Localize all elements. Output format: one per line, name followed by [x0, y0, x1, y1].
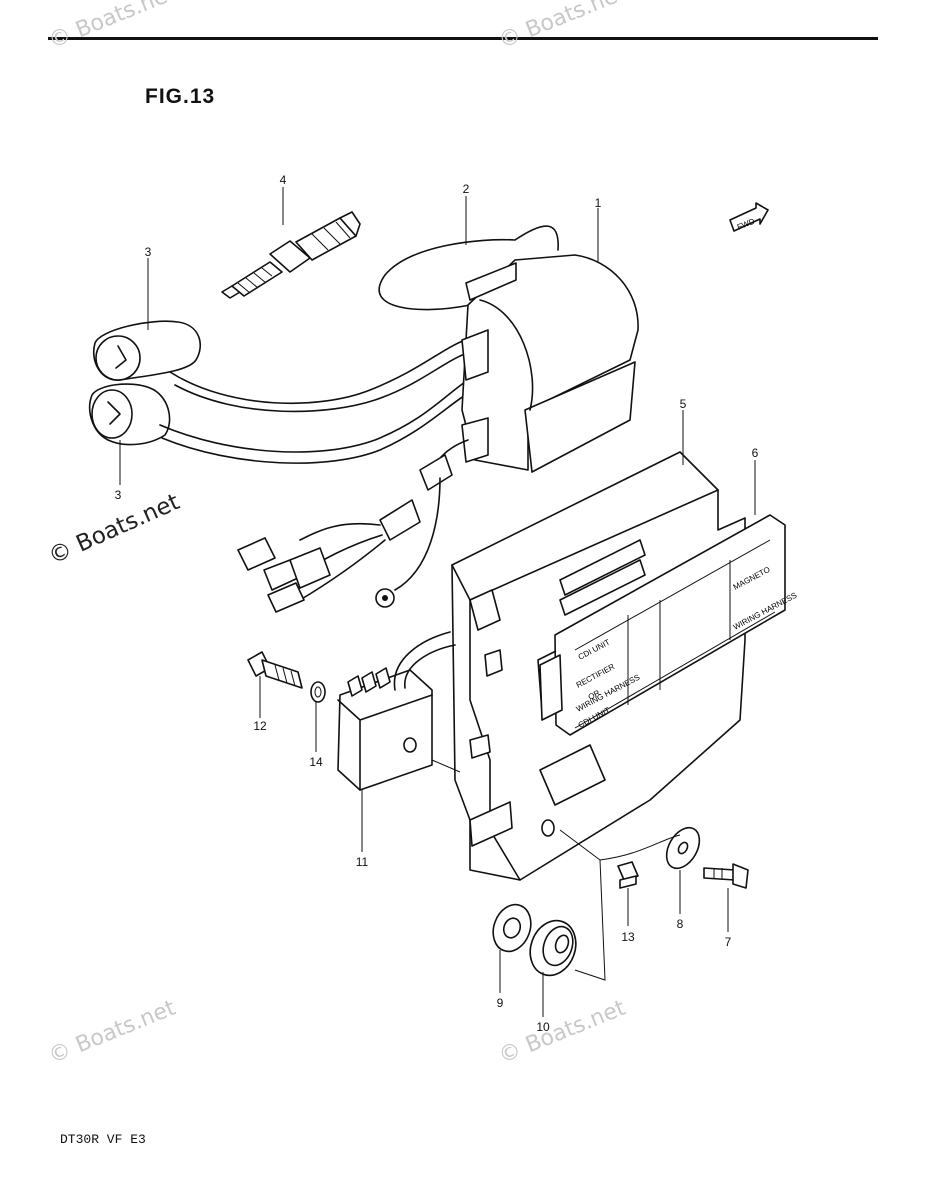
forward-arrow-icon: FWD — [729, 202, 769, 232]
leader-lines — [119, 187, 756, 1017]
callout-4: 4 — [279, 173, 287, 187]
callout-9: 9 — [496, 996, 504, 1010]
callout-1: 1 — [594, 196, 602, 210]
top-rule — [48, 37, 878, 40]
figure-title: FIG.13 — [145, 85, 216, 108]
callout-10: 10 — [536, 1020, 550, 1034]
callout-5: 5 — [679, 397, 687, 411]
nut-13 — [617, 861, 639, 889]
ignition-coil — [461, 254, 639, 473]
washer-9 — [492, 903, 532, 953]
callout-3-upper: 3 — [144, 245, 152, 259]
plug-cap-lower — [88, 383, 171, 446]
callout-7: 7 — [724, 935, 732, 949]
callout-2: 2 — [462, 182, 470, 196]
model-code: DT30R VF E3 — [60, 1132, 146, 1147]
callout-11: 11 — [355, 855, 369, 869]
callout-12: 12 — [253, 719, 267, 733]
ground-wire — [378, 225, 559, 311]
callout-13: 13 — [621, 930, 635, 944]
bolt-7 — [703, 863, 749, 889]
wiring-label-plate: CDI UNIT RECTIFIER OR WIRING HARNESS CDI… — [539, 514, 798, 736]
spark-plug — [221, 211, 361, 299]
washer-14 — [310, 681, 326, 703]
washer-8 — [665, 826, 701, 870]
plug-cap-upper — [93, 320, 201, 381]
rectifier — [337, 631, 456, 791]
high-tension-leads — [159, 339, 471, 464]
callout-6: 6 — [751, 446, 759, 460]
bolt-12 — [247, 651, 303, 689]
callout-3-lower: 3 — [114, 488, 122, 502]
wire-harness-connectors — [237, 439, 469, 613]
callout-8: 8 — [676, 917, 684, 931]
grommet-10 — [529, 919, 577, 977]
callout-14: 14 — [309, 755, 323, 769]
